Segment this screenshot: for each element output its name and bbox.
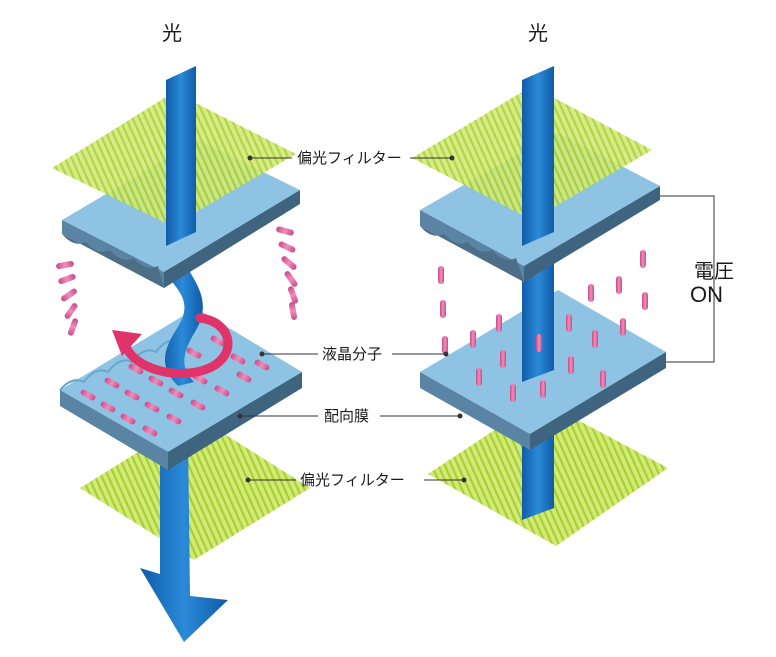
alignment-film-label: 配向膜: [324, 407, 369, 425]
left-rotation-arrow-head: [112, 330, 142, 356]
left-assembly: [52, 66, 310, 642]
right-assembly: [412, 66, 715, 546]
light-label-right: 光: [528, 21, 548, 45]
voltage-label: 電圧: [694, 259, 734, 283]
right-lower-plate-side: [420, 372, 530, 450]
polarizer-bottom-label: 偏光フィルター: [300, 471, 405, 489]
left-lying-molecules: [80, 335, 270, 437]
leader-lines: [237, 155, 467, 483]
left-lower-plate-front: [168, 372, 302, 470]
left-lower-plate-side: [60, 390, 168, 470]
left-lower-plate-ridges: [59, 307, 197, 391]
voltage-bracket: [660, 195, 715, 363]
right-incoming-light: [522, 66, 554, 246]
liquid-crystal-label: 液晶分子: [322, 345, 382, 363]
right-upper-plate-ridges: [420, 226, 524, 282]
left-rotation-arrow: [121, 313, 233, 378]
right-lower-plate-front: [530, 352, 666, 450]
left-transmitted-light-arrow: [140, 438, 228, 642]
right-upper-plate-front: [524, 186, 660, 282]
left-upper-plate-ridges: [62, 234, 164, 288]
left-upper-plate-front: [164, 190, 300, 288]
right-middle-light: [522, 260, 554, 382]
polarizer-top-label: 偏光フィルター: [297, 149, 402, 167]
left-bottom-polarizer: [80, 416, 310, 560]
right-lower-light: [522, 430, 554, 520]
left-side-molecules: [56, 226, 299, 336]
light-label-left: 光: [162, 21, 182, 45]
voltage-on-label: ON: [690, 282, 723, 307]
left-twisted-light: [162, 268, 203, 386]
left-incoming-light: [166, 66, 196, 246]
right-standing-molecules: [438, 250, 648, 402]
